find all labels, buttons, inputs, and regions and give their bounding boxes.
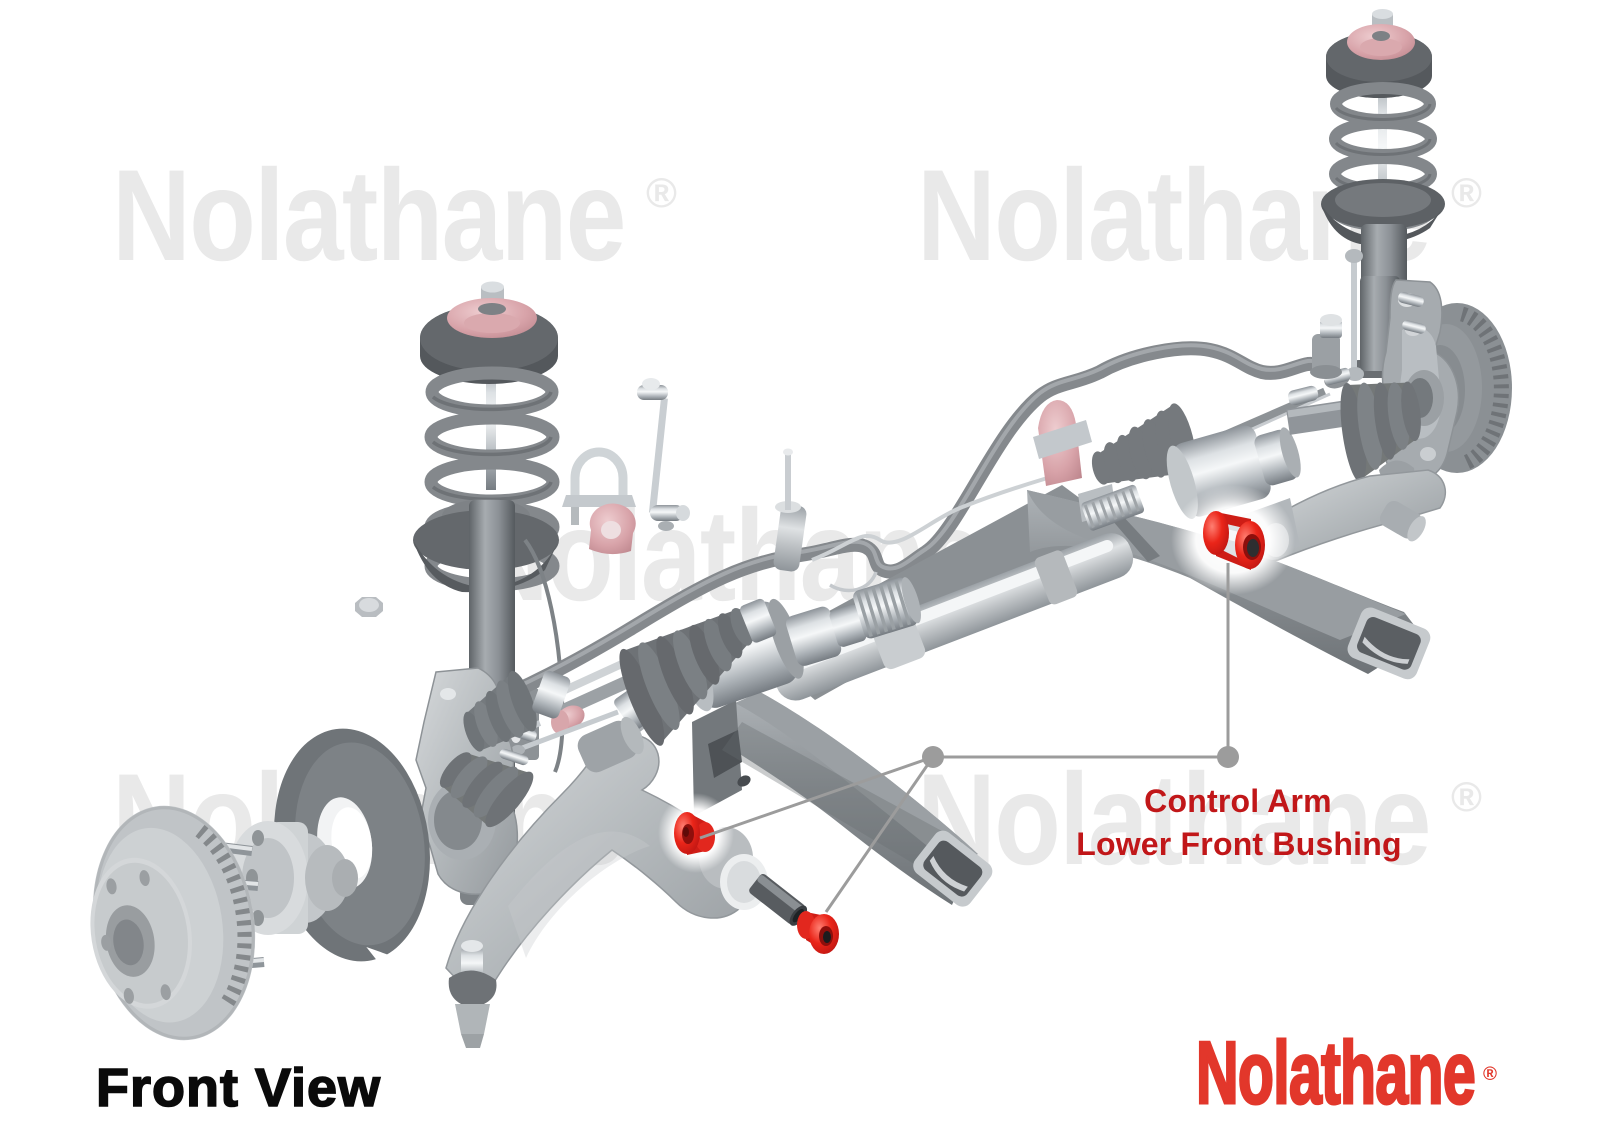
svg-text:®: ®: [1451, 169, 1482, 216]
svg-text:®: ®: [646, 169, 677, 216]
svg-text:Lower Front Bushing: Lower Front Bushing: [1076, 826, 1402, 862]
svg-text:Nolathane: Nolathane: [112, 143, 625, 288]
svg-text:Front View: Front View: [96, 1058, 381, 1118]
svg-text:Control Arm: Control Arm: [1144, 783, 1332, 819]
svg-text:Nolathane: Nolathane: [917, 747, 1430, 892]
svg-text:®: ®: [1483, 1064, 1497, 1085]
svg-text:Nolathane: Nolathane: [1196, 1023, 1475, 1122]
svg-text:®: ®: [1451, 773, 1482, 820]
